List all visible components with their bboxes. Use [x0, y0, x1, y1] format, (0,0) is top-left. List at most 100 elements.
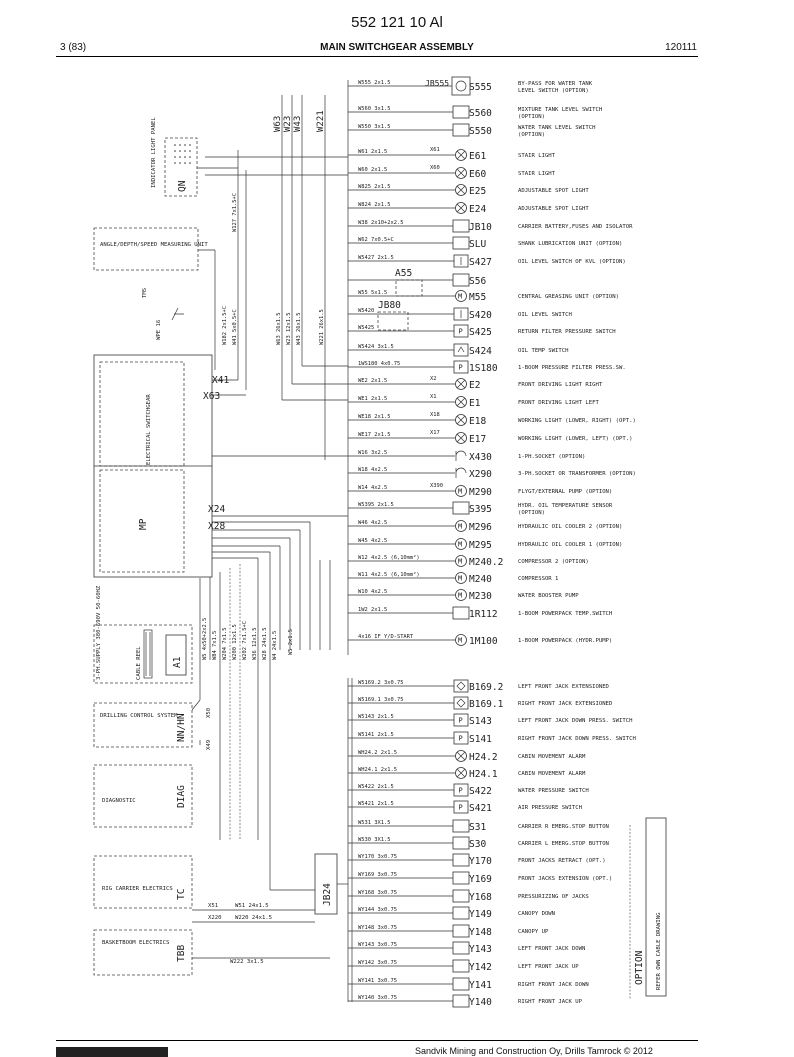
bottom-cable-label: W36 12x1.5 — [252, 628, 258, 660]
cable-label: 1W2 2x1.5 — [358, 607, 387, 613]
cable-label: W18 4x2.5 — [358, 467, 387, 473]
lamp-icon — [455, 396, 467, 408]
device-id: Y149 — [469, 909, 492, 920]
motor-icon: M — [455, 555, 467, 567]
device-description: CARRIER BATTERY,FUSES AND ISOLATOR — [518, 224, 633, 230]
svg-text:M: M — [458, 558, 462, 566]
device-id: S421 — [469, 803, 492, 814]
lamp-icon — [455, 184, 467, 196]
cable-w182: W182 2x1.5+C — [222, 306, 228, 345]
cable-label: W11 4x2.5 (6,10mm²) — [358, 571, 420, 578]
lamp-icon — [455, 432, 467, 444]
mp-label: MP — [138, 518, 149, 530]
diag-label: DIAG — [176, 785, 187, 808]
device-description: STAIR LIGHT — [518, 171, 556, 177]
bottom-cable-label: W84 7x1.5 — [212, 631, 218, 660]
device-box-icon — [452, 105, 470, 119]
cable-label: WH24.2 2x1.5 — [358, 750, 397, 756]
device-box-icon — [452, 836, 470, 850]
device-box-icon — [452, 906, 470, 920]
cable-label: W5395 2x1.5 — [358, 502, 394, 508]
device-description: COMPRESSOR 2 (OPTION) — [518, 559, 589, 565]
device-description: RIGHT FRONT JACK UP — [518, 999, 583, 1005]
cable-label: W5143 2x1.5 — [358, 714, 394, 720]
device-description: WORKING LIGHT (LOWER, RIGHT) (OPT.) — [518, 418, 636, 424]
device-box-icon — [452, 606, 470, 620]
device-description: STAIR LIGHT — [518, 153, 556, 159]
device-description: RETURN FILTER PRESSURE SWITCH — [518, 329, 616, 335]
device-description: FLYGT/EXTERNAL PUMP (OPTION) — [518, 489, 612, 495]
bottom-cable-label: W28 24x1.5 — [262, 628, 268, 660]
cable-label: W824 2x1.5 — [358, 202, 390, 208]
device-id: M55 — [469, 292, 486, 303]
device-box-icon — [452, 236, 470, 250]
indicator-dots — [174, 144, 191, 164]
basketboom-box — [93, 929, 193, 976]
device-id: X430 — [469, 452, 492, 463]
device-description-2: (OPTION) — [518, 114, 545, 120]
cable-label: WE1 2x1.5 — [358, 396, 387, 402]
device-id: B169.1 — [469, 699, 504, 710]
device-description: OIL LEVEL SWITCH OF KVL (OPTION) — [518, 259, 626, 265]
device-description: LEFT FRONT JACK UP — [518, 964, 579, 970]
device-description: OIL LEVEL SWITCH — [518, 312, 572, 318]
lamp-icon — [455, 767, 467, 779]
lamp-icon — [455, 167, 467, 179]
a55-box — [395, 279, 423, 297]
svg-text:M: M — [458, 575, 462, 583]
pressure-switch-icon: P — [453, 360, 469, 374]
device-box-icon — [452, 959, 470, 973]
device-description: CANOPY UP — [518, 929, 549, 935]
device-description: CABIN MOVEMENT ALARM — [518, 771, 586, 777]
x51-label: X51 — [208, 903, 218, 909]
device-id: M290 — [469, 487, 492, 498]
cable-label: W45 4x2.5 — [358, 538, 387, 544]
device-description: 1-BOOM POWERPACK (HYDR.PUMP) — [518, 638, 612, 644]
a55-label: A55 — [395, 268, 412, 279]
device-id: S560 — [469, 108, 492, 119]
cable-w43-top: W43 — [293, 116, 303, 132]
cable-label: W5141 2x1.5 — [358, 732, 394, 738]
cable-reel-label: CABLE REEL — [136, 646, 142, 680]
device-description: FRONT DRIVING LIGHT LEFT — [518, 400, 599, 406]
device-box-icon — [452, 889, 470, 903]
cable-label: WY143 3x0.75 — [358, 942, 397, 948]
device-box-icon — [452, 501, 470, 515]
device-id: Y143 — [469, 944, 492, 955]
device-box-icon — [452, 871, 470, 885]
w222-label: W222 3x1.5 — [230, 959, 264, 965]
lamp-icon — [455, 202, 467, 214]
cable-label: WE17 2x1.5 — [358, 432, 390, 438]
device-id: M240.2 — [469, 557, 503, 568]
device-id: H24.2 — [469, 752, 498, 763]
cable-label: W531 3X1.5 — [358, 820, 390, 826]
cable-label: 4x16 IF Y/D-START — [358, 634, 414, 640]
device-description-2: (OPTION) — [518, 132, 545, 138]
device-id: S395 — [469, 504, 492, 515]
device-id: M296 — [469, 522, 492, 533]
device-id: Y141 — [469, 980, 492, 991]
a1-label: A1 — [172, 656, 183, 668]
device-id: S420 — [469, 310, 492, 321]
device-description-2: LEVEL SWITCH (OPTION) — [518, 88, 589, 94]
cable-label: W5169.2 3x0.75 — [358, 680, 403, 686]
device-id: Y148 — [469, 927, 492, 938]
device-description: CENTRAL GREASING UNIT (OPTION) — [518, 294, 619, 300]
motor-icon: M — [455, 589, 467, 601]
device-description: WATER PRESSURE SWITCH — [518, 788, 589, 794]
